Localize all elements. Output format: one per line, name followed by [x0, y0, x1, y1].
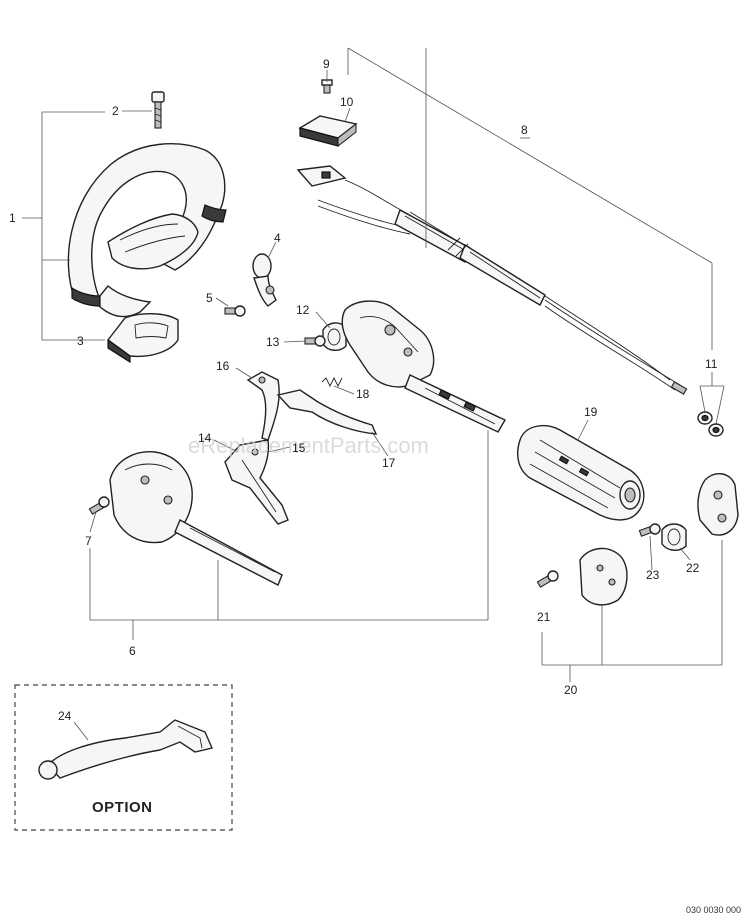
front-handle-part: [109, 451, 283, 586]
callout-14: 14: [198, 431, 212, 445]
callout-8: 8: [521, 123, 528, 137]
screw-part-7: [88, 496, 110, 515]
throttle-lever-part-16: [246, 371, 280, 441]
screw-part-21: [536, 570, 559, 588]
callout-12: 12: [296, 303, 310, 317]
callout-23: 23: [646, 568, 660, 582]
loop-handle-part: [67, 143, 227, 318]
screw-part-13: [304, 335, 326, 347]
lockout-lever-part: [276, 389, 378, 435]
screw-part-5: [224, 305, 246, 317]
side-cover-part: [579, 547, 628, 606]
throttle-cable-part: [296, 165, 688, 395]
watermark-text: eReplacementParts.com: [188, 433, 429, 458]
callout-4: 4: [274, 231, 281, 245]
leader-lines: [22, 47, 725, 741]
spring-part: [321, 376, 343, 388]
optional-lever-part: [38, 719, 213, 780]
callout-22: 22: [686, 561, 700, 575]
callout-1: 1: [9, 211, 16, 225]
clamp-part-22: [661, 523, 687, 551]
clamp-part-12: [322, 322, 347, 351]
callout-21: 21: [537, 610, 551, 624]
callout-16: 16: [216, 359, 230, 373]
screw-part-2: [151, 91, 165, 129]
handle-body-part: [341, 300, 506, 433]
callout-2: 2: [112, 104, 119, 118]
option-label: OPTION: [92, 799, 153, 816]
callout-9: 9: [323, 57, 330, 71]
end-cap-part: [697, 473, 739, 536]
callout-17: 17: [382, 456, 396, 470]
document-number: 030 0030 000: [686, 905, 741, 915]
callout-10: 10: [340, 95, 354, 109]
trigger-part: [224, 439, 289, 525]
callout-13: 13: [266, 335, 280, 349]
callout-15: 15: [292, 441, 306, 455]
grip-part: [517, 424, 645, 521]
clip-block-part: [298, 115, 358, 148]
callout-6: 6: [129, 644, 136, 658]
callout-19: 19: [584, 405, 598, 419]
handle-clamp-part: [107, 313, 179, 364]
screw-part-23: [638, 523, 661, 537]
option-box: [14, 684, 233, 831]
spring-clip-part: [252, 253, 277, 307]
callout-20: 20: [564, 683, 578, 697]
callout-18: 18: [356, 387, 370, 401]
nuts-part: [697, 411, 724, 437]
callout-5: 5: [206, 291, 213, 305]
callout-11: 11: [705, 357, 718, 371]
callout-3: 3: [77, 334, 84, 348]
callout-7: 7: [85, 534, 92, 548]
callout-labels: 1 2 3 4 5 6 7 8 9 10 11 12 13 14 15 16 1…: [9, 57, 718, 723]
callout-24: 24: [58, 709, 72, 723]
